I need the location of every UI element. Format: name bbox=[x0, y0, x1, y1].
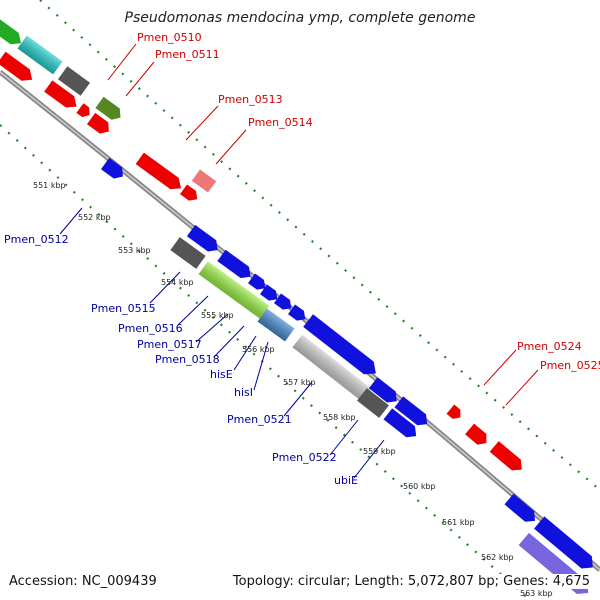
gene-bar bbox=[57, 66, 91, 96]
gene-bar bbox=[180, 184, 198, 201]
kbp-ticks: 551 kbp 552 kbp 553 kbp 554 kbp 555 kbp … bbox=[33, 181, 553, 598]
gene-bar bbox=[465, 423, 487, 445]
gene-features bbox=[0, 16, 593, 594]
gene-bar bbox=[292, 334, 372, 402]
accession-text: Accession: NC_009439 bbox=[9, 574, 157, 589]
gene-bar bbox=[135, 152, 182, 190]
kbp-tick-label: 560 kbp bbox=[403, 482, 436, 491]
gene-label-pmen-0517: Pmen_0517 bbox=[137, 338, 202, 351]
gene-bar bbox=[86, 112, 109, 134]
gene-bar bbox=[248, 273, 266, 290]
gene-bar bbox=[394, 396, 428, 426]
gene-bar bbox=[288, 304, 306, 321]
kbp-tick-label: 555 kbp bbox=[201, 311, 234, 320]
gene-bar bbox=[198, 261, 270, 319]
gene-bar bbox=[357, 388, 389, 418]
gene-label-pmen-0525: Pmen_0525 bbox=[540, 359, 600, 372]
gene-bar bbox=[186, 224, 218, 252]
kbp-tick-label: 562 kbp bbox=[481, 553, 514, 562]
gene-label-pmen-0521: Pmen_0521 bbox=[227, 413, 292, 426]
gene-bar bbox=[303, 314, 376, 375]
gene-label-pmen-0514: Pmen_0514 bbox=[248, 116, 313, 129]
genome-backbone bbox=[0, 70, 600, 572]
gene-label-hise: hisE bbox=[210, 368, 233, 381]
kbp-tick-label: 551 kbp bbox=[33, 181, 66, 190]
reverse-gene-labels: Pmen_0512 Pmen_0515 Pmen_0516 Pmen_0517 … bbox=[4, 233, 358, 487]
gene-bar bbox=[76, 103, 90, 118]
inner-dotted-track bbox=[0, 124, 531, 600]
gene-bar bbox=[274, 293, 292, 310]
gene-bar bbox=[100, 157, 123, 179]
gene-bar bbox=[446, 404, 461, 419]
gene-label-pmen-0512: Pmen_0512 bbox=[4, 233, 69, 246]
forward-gene-labels: Pmen_0510 Pmen_0511 Pmen_0513 Pmen_0514 … bbox=[137, 31, 600, 372]
kbp-tick-label: 556 kbp bbox=[242, 345, 275, 354]
gene-label-pmen-0513: Pmen_0513 bbox=[218, 93, 283, 106]
gene-bar bbox=[260, 284, 278, 301]
gene-bar bbox=[44, 80, 77, 108]
gene-label-ubie: ubiE bbox=[334, 474, 358, 487]
kbp-tick-label: 561 kbp bbox=[442, 518, 475, 527]
gene-bar bbox=[489, 441, 522, 471]
leader-lines bbox=[59, 43, 539, 479]
gene-bar bbox=[534, 516, 593, 569]
gene-bar bbox=[257, 308, 295, 342]
kbp-tick-label: 563 kbp bbox=[520, 589, 553, 598]
gene-label-hisi: hisI bbox=[234, 386, 253, 399]
diagram-title: Pseudomonas mendocina ymp, complete geno… bbox=[124, 10, 476, 26]
gene-bar bbox=[17, 35, 63, 75]
kbp-tick-label: 554 kbp bbox=[161, 278, 194, 287]
gene-bar bbox=[368, 377, 397, 403]
gene-bar bbox=[95, 96, 121, 120]
gene-bar bbox=[504, 493, 536, 522]
gene-bar bbox=[217, 249, 251, 279]
topology-text: Topology: circular; Length: 5,072,807 bp… bbox=[228, 574, 590, 589]
kbp-tick-label: 559 kbp bbox=[363, 447, 396, 456]
gene-bar bbox=[191, 169, 217, 193]
gene-label-pmen-0518: Pmen_0518 bbox=[155, 353, 220, 366]
kbp-tick-label: 552 kbp bbox=[78, 213, 111, 222]
kbp-tick-label: 558 kbp bbox=[323, 413, 356, 422]
gene-label-pmen-0511: Pmen_0511 bbox=[155, 48, 220, 61]
gene-bar bbox=[170, 237, 206, 269]
gene-label-pmen-0510: Pmen_0510 bbox=[137, 31, 202, 44]
kbp-tick-label: 557 kbp bbox=[283, 378, 316, 387]
kbp-tick-label: 553 kbp bbox=[118, 246, 151, 255]
gene-bar bbox=[0, 51, 33, 81]
gene-label-pmen-0524: Pmen_0524 bbox=[517, 340, 582, 353]
gene-label-pmen-0516: Pmen_0516 bbox=[118, 322, 183, 335]
outer-dotted-track bbox=[39, 0, 600, 491]
gene-bar bbox=[0, 16, 22, 45]
gene-bar bbox=[383, 408, 417, 438]
gene-label-pmen-0522: Pmen_0522 bbox=[272, 451, 337, 464]
gene-label-pmen-0515: Pmen_0515 bbox=[91, 302, 156, 315]
